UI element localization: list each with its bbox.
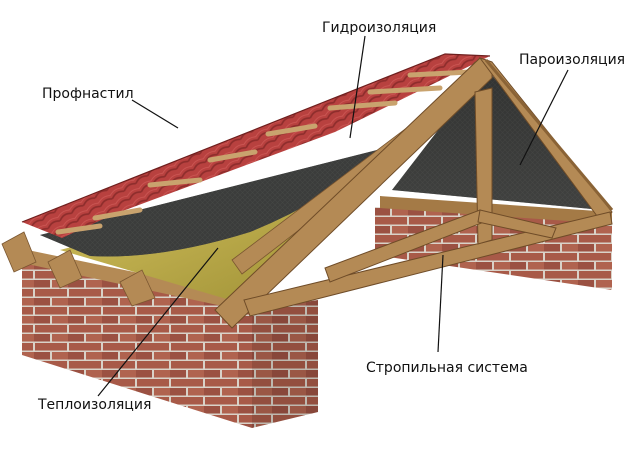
side-brick-wall xyxy=(252,300,318,428)
leader-paroizolyatsiya xyxy=(519,69,569,166)
front-truss xyxy=(214,57,613,329)
label-teploizolyatsiya: Теплоизоляция xyxy=(38,397,152,413)
leader-teploizolyatsiya xyxy=(97,247,219,397)
label-profnastil: Профнастил xyxy=(42,86,134,102)
label-paroizolyatsiya: Пароизоляция xyxy=(519,52,626,68)
label-gidroizolyatsiya: Гидроизоляция xyxy=(322,20,437,36)
leader-stropilnaya xyxy=(437,254,444,353)
roof-sheeting xyxy=(22,54,490,238)
leader-profnastil xyxy=(131,99,179,129)
roof-battens xyxy=(55,69,473,235)
leader-gidroizolyatsiya xyxy=(349,35,366,139)
front-brick-wall xyxy=(22,262,252,428)
label-stropilnaya: Стропильная система xyxy=(366,360,528,376)
